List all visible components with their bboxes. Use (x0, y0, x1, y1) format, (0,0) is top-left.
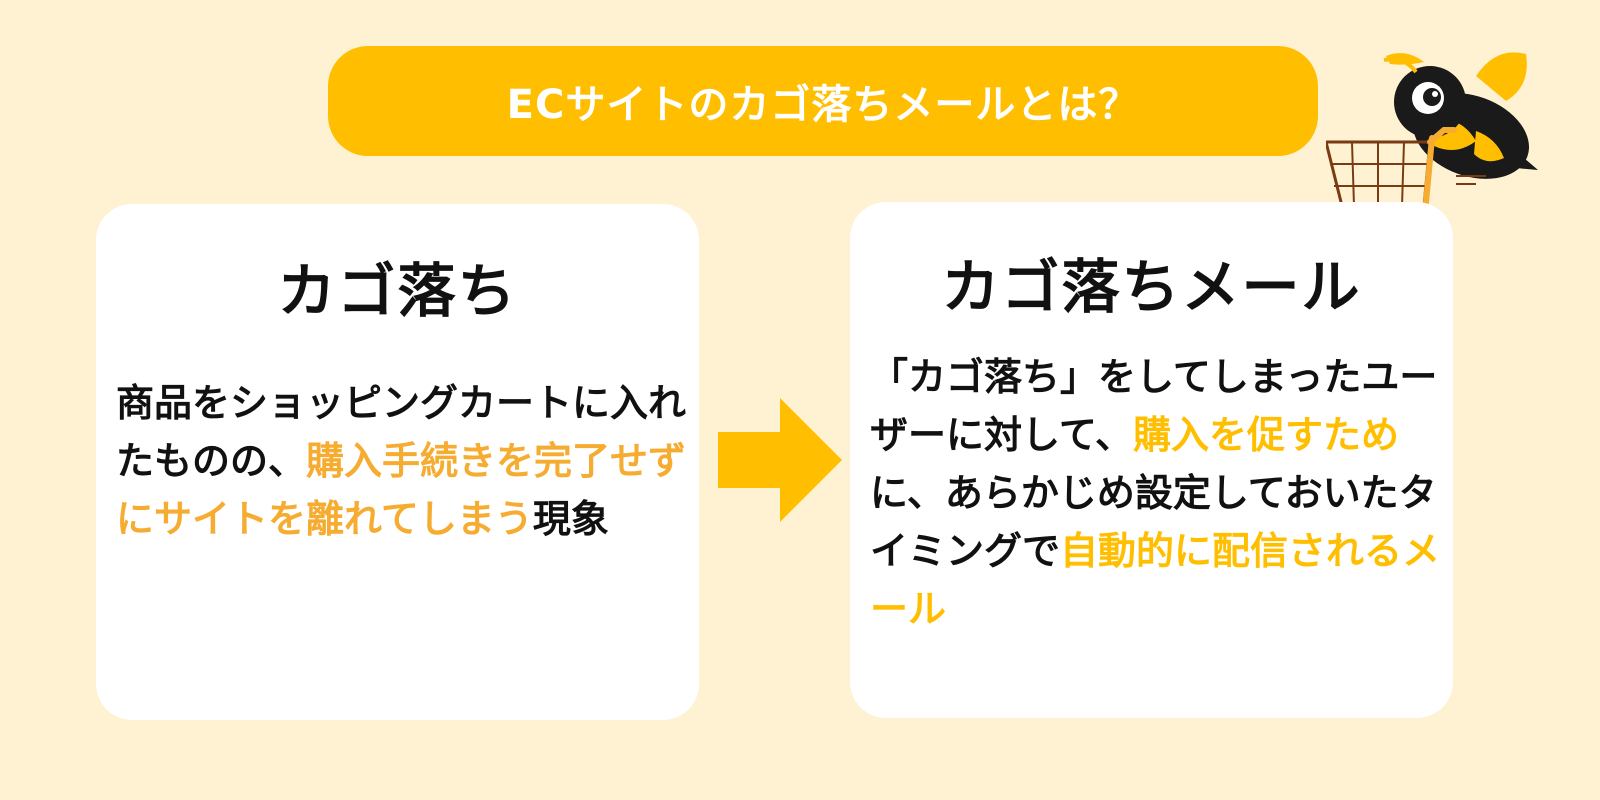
page-title: ECサイトのカゴ落ちメールとは？ (506, 82, 1140, 128)
description-highlight: 自動的に配信されるメール (870, 529, 1441, 631)
abandoned-cart-email-description: 「カゴ落ち」をしてしまったユーザーに対して、購入を促すために、あらかじめ設定して… (870, 348, 1445, 638)
bee-with-shopping-cart-icon (1326, 52, 1538, 241)
description-segment: に、あらかじめ設定しておいたタイミングで (870, 471, 1437, 573)
description-highlight: 購入を促すため (1132, 413, 1399, 457)
description-segment: 「カゴ落ち」をしてしまったユーザーに対して、 (870, 355, 1438, 457)
description-highlight: 購入手続きを完了せずにサイトを離れてしまう (116, 439, 687, 541)
abandoned-cart-email-heading: カゴ落ちメール (941, 253, 1362, 321)
description-segment: 現象 (532, 497, 609, 541)
title-banner: ECサイトのカゴ落ちメールとは？ (328, 46, 1318, 156)
description-segment: 商品をショッピングカートに入れたものの、 (116, 381, 687, 483)
abandoned-cart-heading: カゴ落ち (277, 257, 518, 325)
abandoned-cart-card: カゴ落ち 商品をショッピングカートに入れたものの、購入手続きを完了せずにサイトを… (96, 204, 699, 720)
abandoned-cart-description: 商品をショッピングカートに入れたものの、購入手続きを完了せずにサイトを離れてしま… (116, 374, 688, 548)
abandoned-cart-email-card: カゴ落ちメール 「カゴ落ち」をしてしまったユーザーに対して、購入を促すために、あ… (850, 202, 1453, 718)
right-arrow-icon (718, 398, 842, 522)
